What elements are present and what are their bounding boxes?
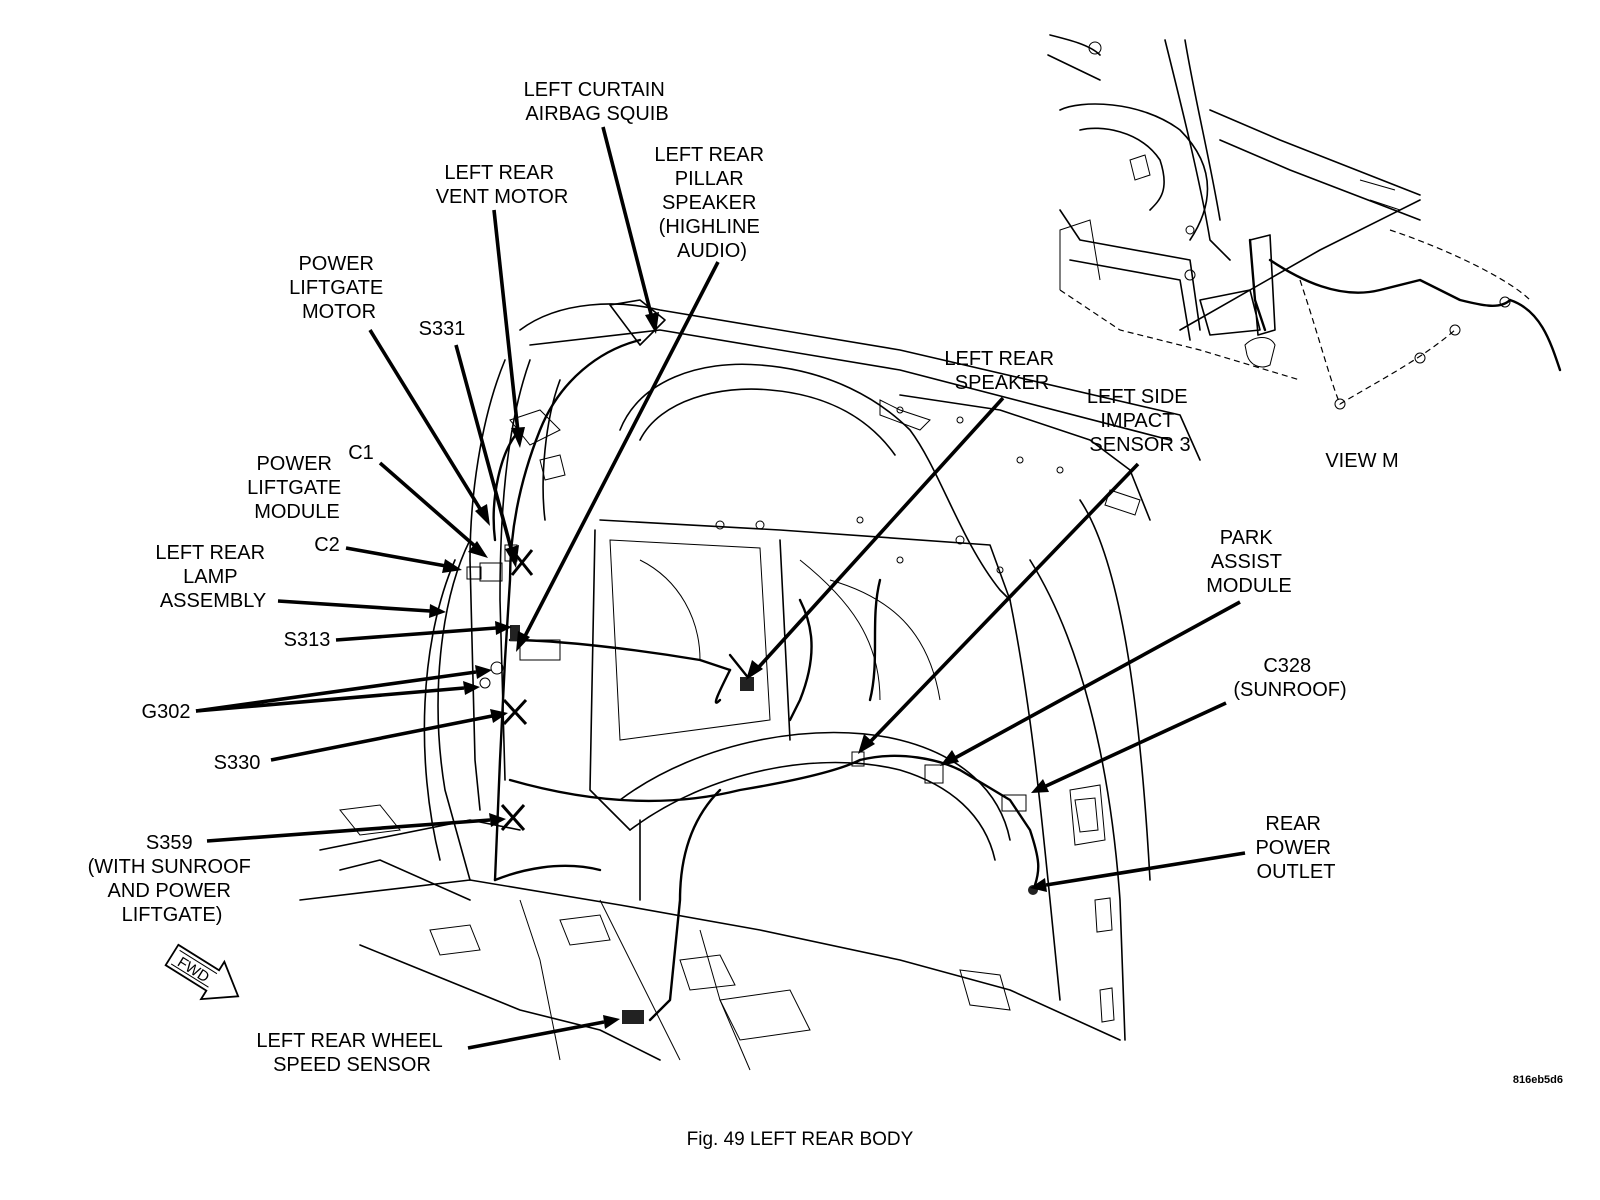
label-power-liftgate-module: POWER LIFTGATE MODULE (247, 453, 347, 523)
label-s313: S313 (284, 629, 331, 651)
leader-g302-a (195, 665, 492, 713)
label-left-curtain-airbag-squib: LEFT CURTAIN AIRBAG SQUIB (524, 79, 671, 125)
figure-code: 816eb5d6 (1513, 1074, 1563, 1086)
leader-left-rear-wheel-speed-sensor (467, 1015, 620, 1050)
label-c1: C1 (348, 442, 374, 464)
leader-left-rear-pillar-speaker (516, 261, 720, 652)
leader-left-rear-speaker (746, 396, 1005, 680)
fwd-arrow-icon: FWD (164, 943, 240, 1001)
figure-caption: Fig. 49 LEFT REAR BODY (687, 1129, 914, 1150)
leader-s313 (335, 621, 512, 642)
label-rear-power-outlet: REAR POWER OUTLET (1255, 813, 1336, 883)
label-left-rear-pillar-speaker: LEFT REAR PILLAR SPEAKER (HIGHLINE AUDIO… (654, 144, 769, 262)
leader-left-rear-lamp-assembly (277, 599, 446, 618)
label-park-assist-module: PARK ASSIST MODULE (1206, 527, 1292, 597)
leader-s359 (206, 813, 506, 843)
leader-c328 (1031, 701, 1227, 793)
leader-left-curtain-airbag-squib (601, 126, 659, 334)
leader-c1 (378, 461, 488, 558)
label-left-rear-speaker: LEFT REAR SPEAKER (944, 348, 1059, 394)
label-c2: C2 (314, 534, 340, 556)
label-left-rear-lamp-assembly: LEFT REAR LAMP ASSEMBLY (155, 542, 270, 612)
leader-s330 (270, 709, 508, 762)
leader-left-rear-vent-motor (492, 209, 525, 448)
leader-s331 (454, 344, 519, 568)
leader-left-side-impact-sensor-3 (858, 462, 1140, 754)
leader-power-liftgate-motor (368, 329, 490, 526)
label-s330: S330 (214, 752, 261, 774)
view-m-label: VIEW M (1325, 450, 1398, 472)
leader-g302-b (195, 681, 480, 713)
wiring-harness (466, 338, 1040, 1024)
label-s331: S331 (419, 318, 466, 340)
callout-labels: LEFT CURTAIN AIRBAG SQUIB LEFT REAR VENT… (88, 79, 1399, 1076)
view-m-inset (1047, 34, 1562, 410)
label-c328: C328 (SUNROOF) (1233, 655, 1346, 701)
label-left-rear-wheel-speed-sensor: LEFT REAR WHEEL SPEED SENSOR (256, 1030, 447, 1076)
label-left-rear-vent-motor: LEFT REAR VENT MOTOR (436, 162, 569, 208)
label-s359: S359 (WITH SUNROOF AND POWER LIFTGATE) (88, 832, 257, 926)
leader-c2 (345, 546, 462, 573)
leader-park-assist-module (940, 600, 1241, 766)
label-left-side-impact-sensor-3: LEFT SIDE IMPACT SENSOR 3 (1087, 386, 1193, 456)
leader-rear-power-outlet (1030, 851, 1246, 892)
label-g302: G302 (142, 701, 191, 723)
leader-arrows (195, 126, 1246, 1050)
label-power-liftgate-motor: POWER LIFTGATE MOTOR (289, 253, 389, 323)
